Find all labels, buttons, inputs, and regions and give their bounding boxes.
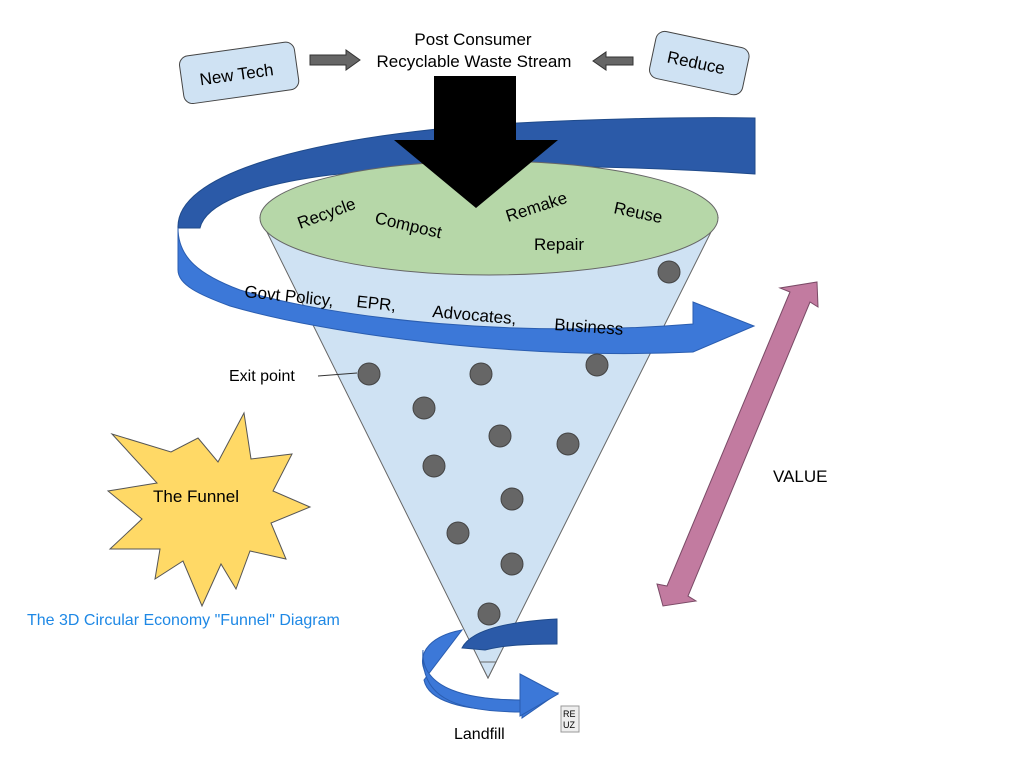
new-tech-arrow [309, 49, 361, 71]
bottom-band-back [461, 618, 558, 651]
material-dot [556, 432, 580, 456]
material-dot [477, 602, 501, 626]
landfill-label: Landfill [454, 726, 505, 743]
material-dot [488, 424, 512, 448]
reduce-box [649, 30, 750, 96]
badge-box [560, 705, 580, 733]
band-front [177, 227, 756, 355]
material-dot [585, 353, 609, 377]
rim-label-repair: Repair [534, 235, 584, 254]
band-label-business: Business [554, 315, 624, 339]
exit-point-connector [317, 372, 358, 377]
material-dot [469, 362, 493, 386]
value-label: VALUE [773, 467, 828, 486]
material-dot [422, 454, 446, 478]
material-dot [500, 552, 524, 576]
exit-point-label: Exit point [229, 368, 295, 385]
badge-line-1: RE [563, 709, 576, 719]
badge-line-2: UZ [563, 720, 575, 730]
header-line-1: Post Consumer [414, 30, 531, 49]
diagram-caption: The 3D Circular Economy "Funnel" Diagram [27, 612, 340, 629]
material-dot [500, 487, 524, 511]
material-dot [657, 260, 681, 284]
landfill-arrowhead [519, 673, 560, 717]
material-dot [446, 521, 470, 545]
starburst-label: The Funnel [153, 487, 239, 506]
reduce-arrow [592, 51, 634, 71]
value-double-arrow [656, 281, 819, 607]
header-line-2: Recyclable Waste Stream [377, 52, 572, 71]
material-dot [412, 396, 436, 420]
funnel-tip [479, 661, 497, 680]
reduce-box-group: Reduce [649, 30, 750, 96]
funnel-starburst [106, 411, 312, 608]
band-label-epr: EPR, [356, 292, 397, 315]
input-arrow [394, 76, 558, 208]
material-dot [357, 362, 381, 386]
new-tech-box-group: New Tech [179, 41, 300, 105]
new-tech-box [179, 41, 300, 105]
